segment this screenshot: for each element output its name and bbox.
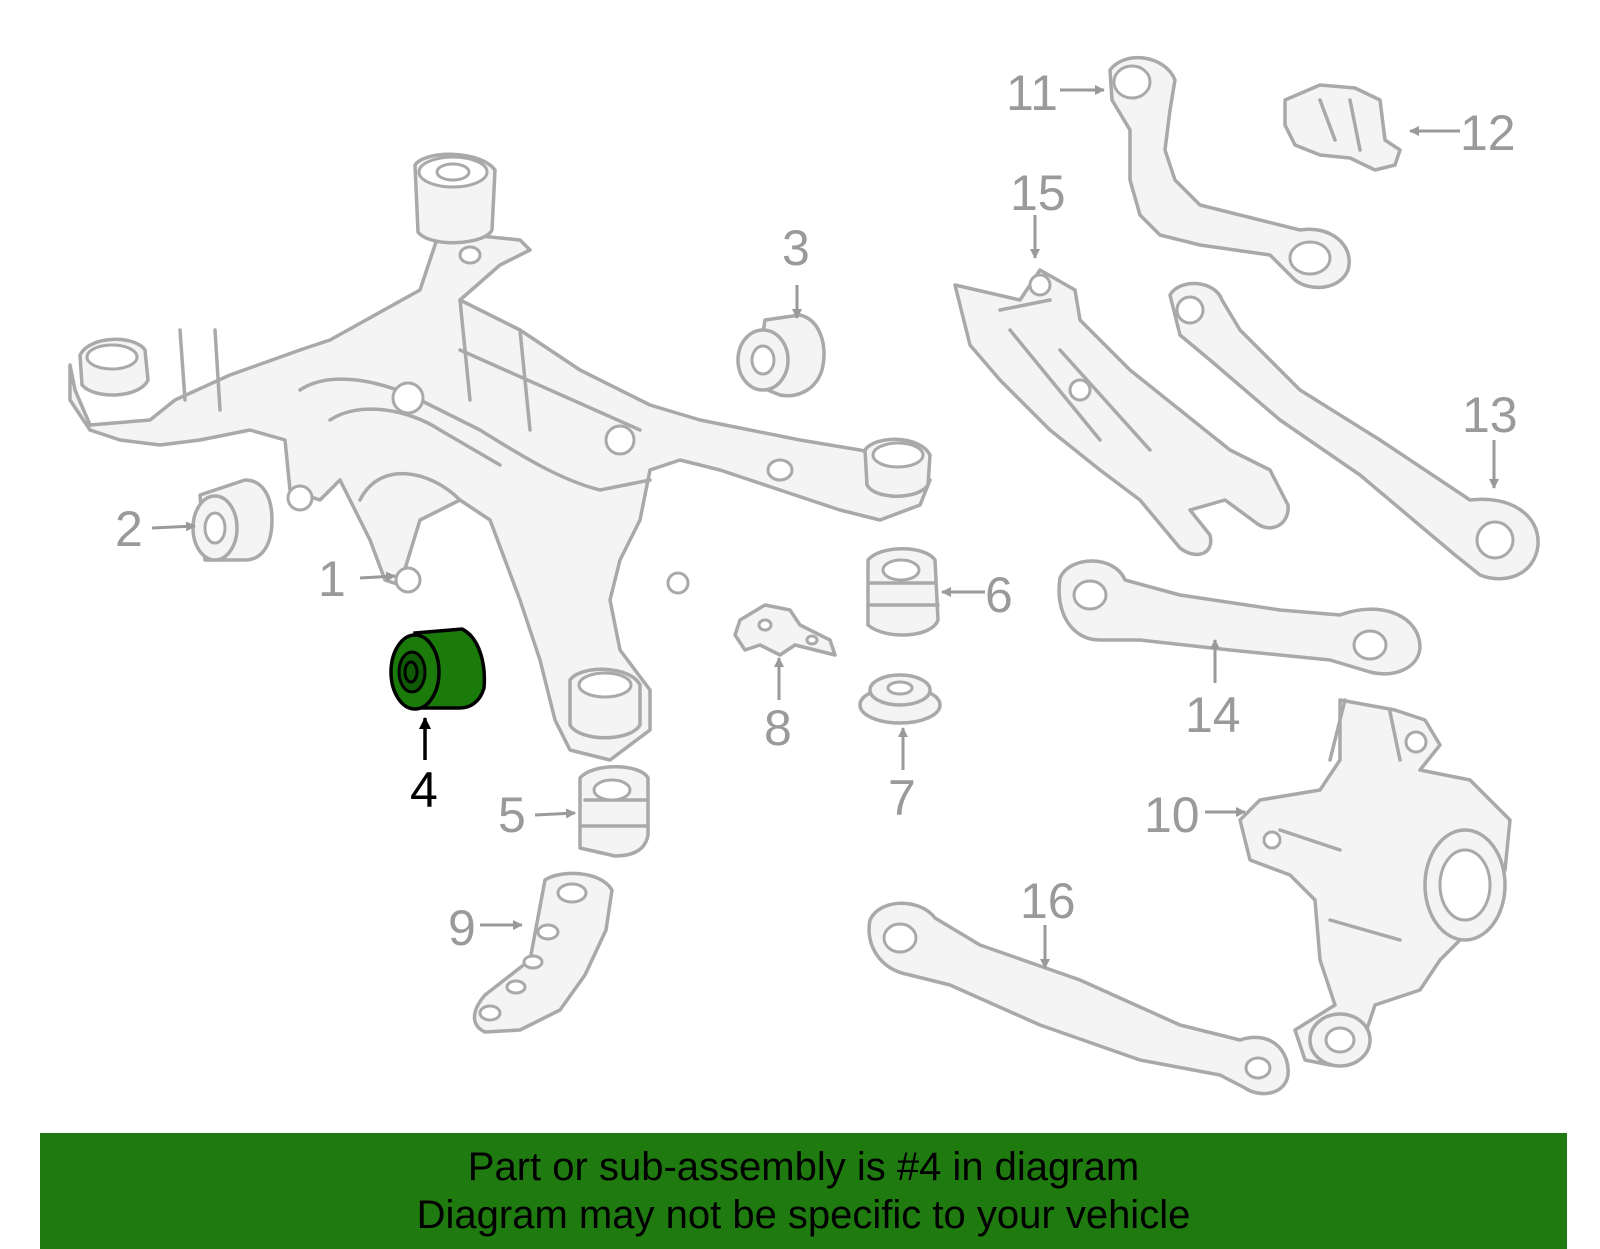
callout-6: 6: [985, 567, 1013, 623]
banner-line-1: Part or sub-assembly is #4 in diagram: [467, 1145, 1140, 1189]
callout-16: 16: [1020, 873, 1076, 929]
arrow-1: [359, 571, 396, 582]
callout-12: 12: [1460, 105, 1516, 161]
arrow-5: [534, 808, 576, 819]
arrow-2: [151, 521, 196, 532]
part-15-integral-link: [953, 268, 1290, 557]
part-11-upper-control-arm: [1108, 55, 1351, 290]
part-14-lower-arm: [1057, 559, 1422, 676]
callout-labels: 1 2 3 4 5 6 7 8 9 10 11 12 13 14 15 16: [115, 65, 1518, 956]
callout-13: 13: [1462, 387, 1518, 443]
info-banner: Part or sub-assembly is #4 in diagram Di…: [40, 1133, 1567, 1249]
callout-15: 15: [1010, 165, 1066, 221]
part-10-wheel-carrier: [1238, 698, 1512, 1068]
callout-1: 1: [318, 551, 346, 607]
callout-7: 7: [888, 770, 916, 826]
part-13-trailing-link: [1168, 281, 1540, 581]
callout-11: 11: [1006, 65, 1058, 121]
callout-2: 2: [115, 501, 143, 557]
part-9-plate: [472, 871, 614, 1034]
callout-10: 10: [1144, 787, 1200, 843]
part-4-bushing-highlighted: [389, 627, 487, 711]
part-12-bracket: [1283, 83, 1402, 172]
callout-5: 5: [498, 787, 526, 843]
part-8-bracket: [733, 603, 837, 657]
part-7-mount: [858, 673, 942, 725]
part-5-bushing: [578, 765, 650, 858]
callout-4: 4: [410, 762, 438, 818]
callout-arrows: [151, 85, 1499, 969]
callout-9: 9: [448, 900, 476, 956]
banner-line-2: Diagram may not be specific to your vehi…: [416, 1193, 1191, 1237]
callout-14: 14: [1185, 687, 1241, 743]
part-3-bushing: [736, 313, 826, 398]
callout-3: 3: [782, 220, 810, 276]
part-6-bushing: [866, 547, 940, 637]
part-2-bushing: [191, 478, 274, 562]
rear-subframe: [68, 152, 932, 762]
callout-8: 8: [764, 700, 792, 756]
part-16-toe-link: [867, 901, 1290, 1096]
